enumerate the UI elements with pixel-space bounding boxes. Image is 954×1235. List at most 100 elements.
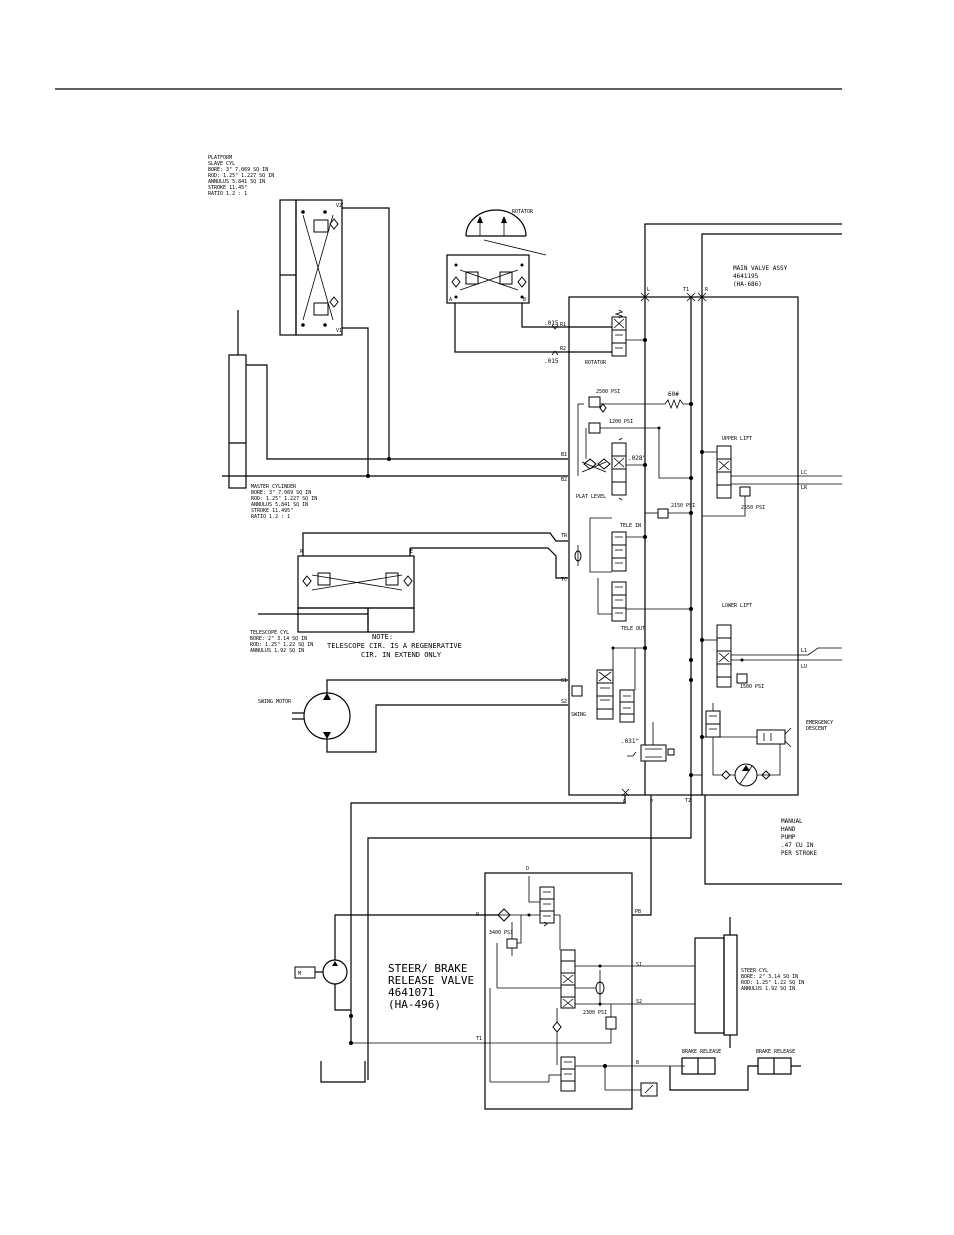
svg-text:TELESCOPE CYL: TELESCOPE CYL: [250, 630, 289, 636]
svg-text:TELESCOPE CIR. IS A REGENERATI: TELESCOPE CIR. IS A REGENERATIVE: [327, 642, 462, 650]
svg-text:DESCENT: DESCENT: [806, 726, 827, 732]
slave-port-v1: V1: [336, 328, 342, 334]
hand-pump-line-3: PUMP: [781, 834, 796, 841]
master-line-3: ROD: 1.25" 1.227 SQ IN: [251, 496, 317, 502]
hand-pump-line-5: PER STROKE: [781, 850, 818, 857]
main-port-t2: T2: [685, 798, 691, 804]
hand-pump-note: MANUAL HAND PUMP .47 CU IN PER STROKE: [781, 818, 818, 857]
svg-text:.015: .015: [544, 358, 559, 365]
svg-text:M: M: [298, 971, 301, 977]
hand-pump-line: [704, 795, 842, 885]
svg-text:LU: LU: [801, 664, 807, 670]
rotator-valve: ROTATOR: [585, 309, 647, 366]
slave-port-v2: V2: [336, 203, 342, 209]
relief-2150: 2150 PSI: [671, 503, 695, 509]
svg-text:RATIO 1.2 : 1: RATIO 1.2 : 1: [208, 191, 247, 197]
svg-text:UPPER LIFT: UPPER LIFT: [722, 436, 752, 442]
svg-text:PB: PB: [635, 909, 641, 915]
tele-cyl-line-4: ANNULUS 1.92 SQ IN: [250, 648, 304, 654]
steer-port-s2: S2: [636, 999, 642, 1005]
svg-text:ROTATOR: ROTATOR: [512, 209, 534, 215]
orifice-028: .028": [628, 455, 646, 462]
svg-text:2500 PSI: 2500 PSI: [596, 389, 620, 395]
svg-text:TC: TC: [561, 577, 567, 583]
svg-text:SLAVE CYL: SLAVE CYL: [208, 161, 235, 167]
port-lu: LU: [801, 664, 807, 670]
svg-text:EMERGENCY: EMERGENCY: [806, 720, 833, 726]
main-port-r: R: [705, 287, 709, 293]
svg-text:S1: S1: [636, 962, 642, 968]
svg-text:STROKE 11.45": STROKE 11.45": [208, 185, 247, 191]
svg-text:PER STROKE: PER STROKE: [781, 850, 818, 857]
svg-text:2550 PSI: 2550 PSI: [741, 505, 765, 511]
steer-port-b: B: [636, 1060, 639, 1066]
svg-text:ROTATOR: ROTATOR: [585, 360, 607, 366]
rotator-line-r1: [521, 303, 612, 328]
svg-text:.47 CU IN: .47 CU IN: [781, 842, 814, 849]
upper-lift-valve: UPPER LIFT 2550 PSI LC LR: [700, 436, 842, 517]
svg-text:BORE: 3" 7.069 SQ IN: BORE: 3" 7.069 SQ IN: [208, 167, 268, 173]
hand-pump-line-4: .47 CU IN: [781, 842, 814, 849]
svg-text:S2: S2: [636, 999, 642, 1005]
svg-text:STEER/ BRAKE: STEER/ BRAKE: [388, 962, 467, 975]
main-port-l: L: [647, 287, 650, 293]
steer-port-t1: T1: [476, 1036, 482, 1042]
rotator-label: ROTATOR: [512, 209, 534, 215]
svg-text:2150 PSI: 2150 PSI: [671, 503, 695, 509]
port-tc: TC: [561, 577, 567, 583]
svg-text:L: L: [647, 287, 650, 293]
svg-text:ROD: 1.25" 1.227 SQ IN: ROD: 1.25" 1.227 SQ IN: [208, 173, 274, 179]
orifice-031: .031": [621, 738, 639, 745]
svg-text:BORE: 3" 7.069 SQ IN: BORE: 3" 7.069 SQ IN: [251, 490, 311, 496]
return-line-g: [350, 795, 626, 1045]
brake-release-label-2: BRAKE RELEASE: [756, 1049, 795, 1055]
tele-port-r: R: [300, 549, 304, 555]
svg-text:MAIN VALVE ASSY: MAIN VALVE ASSY: [733, 265, 788, 272]
steer-port-s1: S1: [636, 962, 642, 968]
note-block: NOTE: TELESCOPE CIR. IS A REGENERATIVE C…: [327, 633, 462, 659]
relief-2550: 2550 PSI: [741, 505, 765, 511]
lower-lift-label: LOWER LIFT: [722, 603, 752, 609]
steer-cyl-line-3: ROD: 1.25" 1.22 SQ IN: [741, 980, 804, 986]
brake-release: BRAKE RELEASE BRAKE RELEASE: [669, 1049, 801, 1091]
svg-text:PUMP: PUMP: [781, 834, 796, 841]
spring-60: 60#: [668, 391, 679, 398]
platform-slave-line-7: RATIO 1.2 : 1: [208, 191, 247, 197]
plat-level-valve: 2500 PSI 1200 PSI 60# .028" PLAT LEVEL B…: [561, 389, 693, 501]
platform-slave-cylinder: PLATFORM SLAVE CYL BORE: 3" 7.069 SQ IN …: [208, 155, 343, 336]
svg-text:R1: R1: [560, 322, 566, 328]
tele-port-e: E: [410, 549, 413, 555]
brake-release-label-1: BRAKE RELEASE: [682, 1049, 721, 1055]
svg-text:BORE: 2" 3.14 SQ IN: BORE: 2" 3.14 SQ IN: [250, 636, 307, 642]
svg-text:(HA-496): (HA-496): [388, 998, 441, 1011]
master-line-4: ANNULUS 5.841 SQ IN: [251, 502, 308, 508]
swing-motor-label: SWING MOTOR: [258, 699, 292, 705]
svg-text:B1: B1: [561, 452, 567, 458]
svg-text:.031": .031": [621, 738, 639, 745]
svg-text:4641195: 4641195: [733, 273, 759, 280]
tele-cyl-line-1: TELESCOPE CYL: [250, 630, 289, 636]
swing-valve: SWING .031" S1 S2: [561, 646, 675, 762]
emergency-descent: EMERGENCY DESCENT: [689, 703, 833, 787]
svg-text:V1: V1: [336, 328, 342, 334]
svg-text:T2: T2: [685, 798, 691, 804]
svg-text:STROKE 11.495": STROKE 11.495": [251, 508, 293, 514]
relief-1500: 1500 PSI: [740, 684, 764, 690]
svg-text:ROD: 1.25" 1.227 SQ IN: ROD: 1.25" 1.227 SQ IN: [251, 496, 317, 502]
steer-brake-line-2: RELEASE VALVE: [388, 974, 474, 987]
port-l1: L1: [801, 648, 807, 654]
svg-text:4641071: 4641071: [388, 986, 434, 999]
svg-text:E: E: [410, 549, 413, 555]
master-line-2: BORE: 3" 7.069 SQ IN: [251, 490, 311, 496]
svg-text:.028": .028": [628, 455, 646, 462]
steer-brake-line-3: 4641071: [388, 986, 434, 999]
platform-slave-line-1: PLATFORM: [208, 155, 232, 161]
port-s1: S1: [561, 678, 567, 684]
port-lr: LR: [801, 485, 808, 491]
platform-slave-line-3: BORE: 3" 7.069 SQ IN: [208, 167, 268, 173]
svg-text:TELE IN: TELE IN: [620, 523, 641, 529]
master-line-5: STROKE 11.495": [251, 508, 293, 514]
main-valve-block: [568, 296, 799, 796]
steer-cyl-line-1: STEER CYL: [741, 968, 768, 974]
